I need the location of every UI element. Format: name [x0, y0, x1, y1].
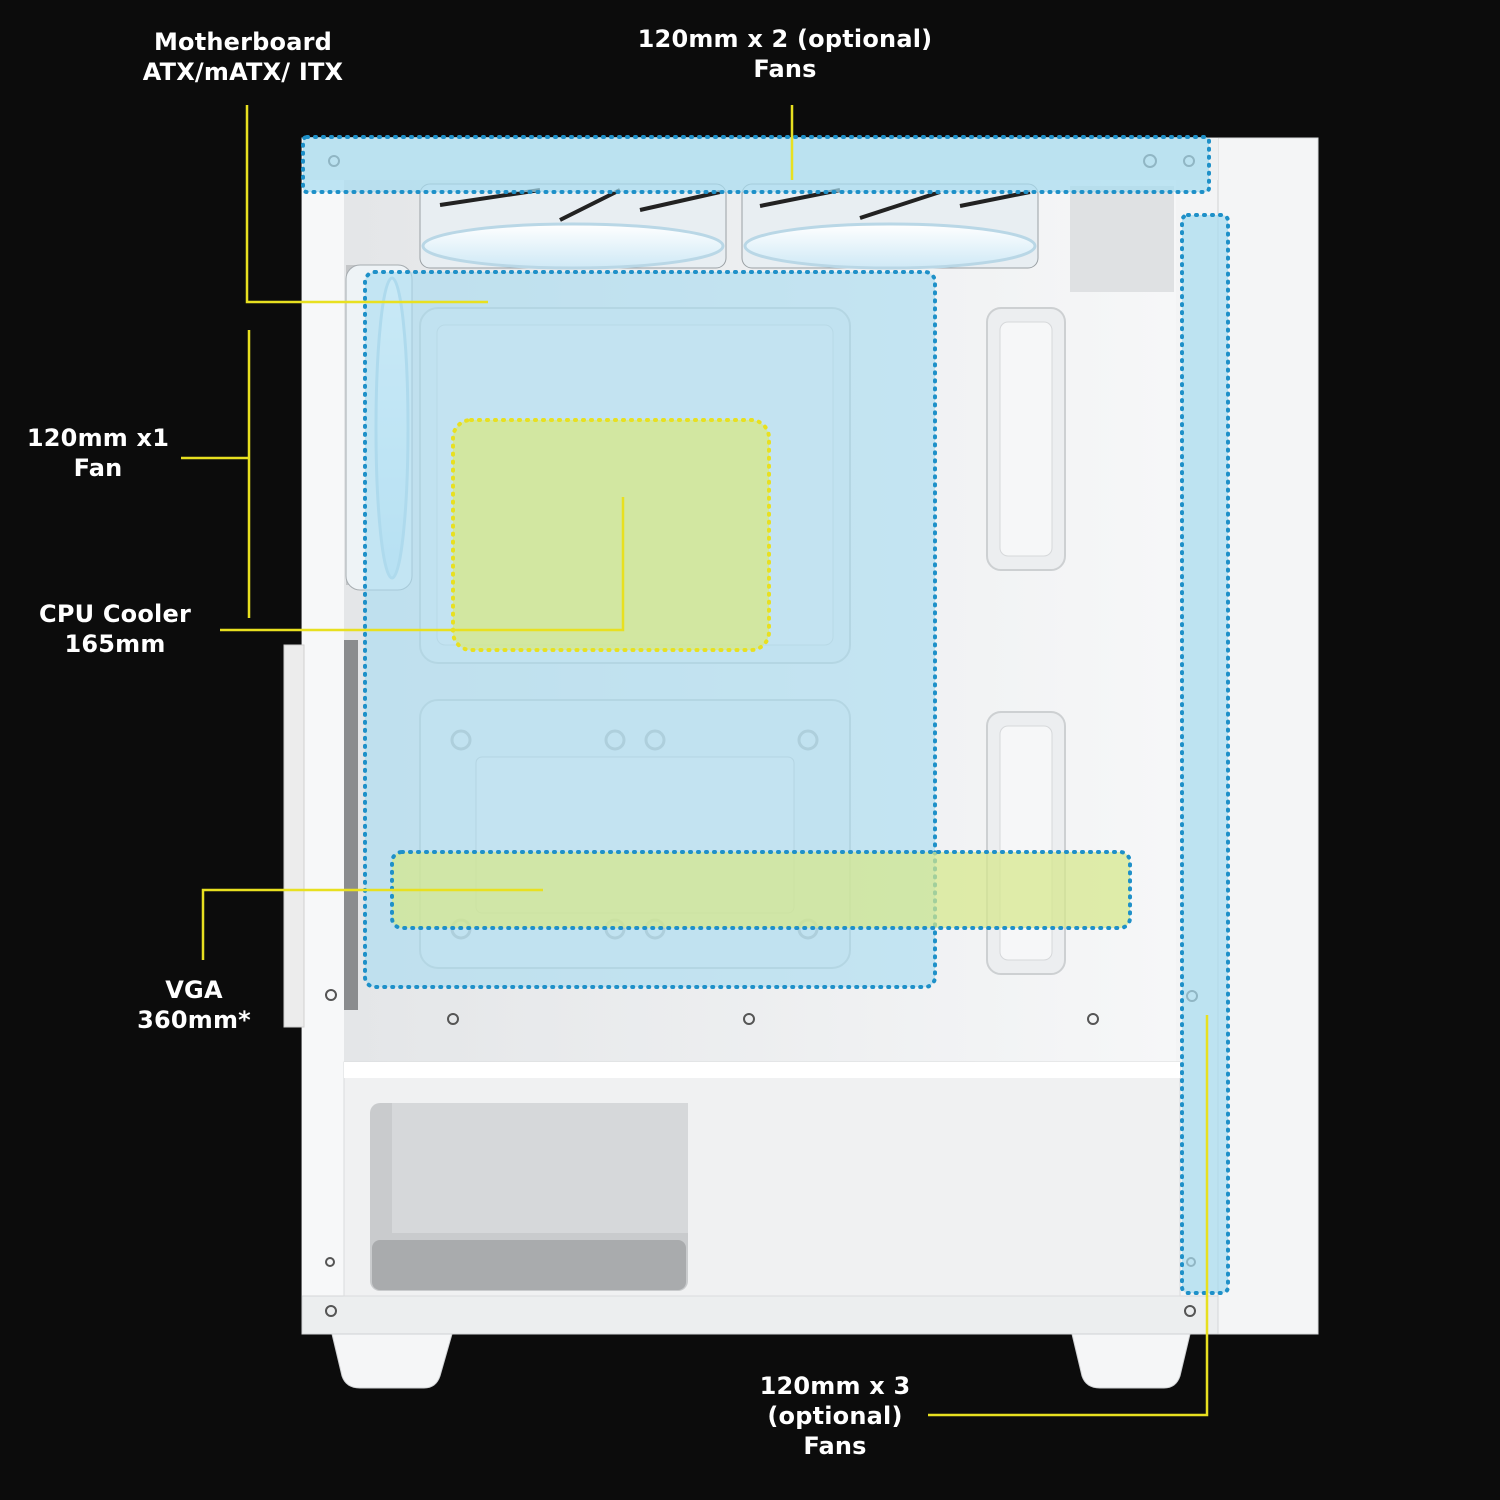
- psu-window-inner: [392, 1103, 688, 1233]
- expansion-bracket: [283, 644, 305, 1028]
- vga-label-line1: VGA: [165, 976, 223, 1004]
- case-foot-right: [1071, 1333, 1191, 1389]
- motherboard-label: Motherboard ATX/mATX/ ITX: [130, 27, 356, 87]
- front-fans-label-line2: (optional): [767, 1402, 903, 1430]
- motherboard-label-line2: ATX/mATX/ ITX: [142, 58, 344, 86]
- motherboard-label-line1: Motherboard: [153, 28, 333, 56]
- leader-cpu-cooler: [220, 497, 625, 632]
- case-bottom-bar: [301, 1295, 1219, 1335]
- case-right-side-panel: [1214, 137, 1319, 1335]
- front-io-cables: [1070, 186, 1174, 292]
- cpu-cooler-label-line1: CPU Cooler: [39, 600, 191, 628]
- vga-label-line2: 360mm*: [137, 1006, 251, 1034]
- rear-fan-label-line1: 120mm x1: [26, 424, 170, 452]
- leader-vga: [201, 888, 543, 960]
- case-foot-left: [331, 1333, 453, 1389]
- psu-vent: [372, 1240, 686, 1290]
- front-fans-label-line3: Fans: [803, 1432, 867, 1460]
- rear-fan-label-line2: Fan: [73, 454, 123, 482]
- top-fans-label-line2: Fans: [753, 55, 817, 83]
- cpu-cooler-label-line2: 165mm: [64, 630, 166, 658]
- top-fans: [419, 183, 1039, 270]
- cable-grommet-upper-inner: [999, 321, 1053, 557]
- leader-lines: [181, 105, 1209, 1417]
- rear-fan-label: 120mm x1 Fan: [20, 423, 176, 483]
- leader-motherboard: [245, 105, 488, 304]
- vga-label: VGA 360mm*: [120, 975, 268, 1035]
- expansion-slots: [344, 640, 358, 1010]
- cpu-cooler-label: CPU Cooler 165mm: [26, 599, 204, 659]
- top-fans-label: 120mm x 2 (optional) Fans: [630, 24, 940, 84]
- top-fans-label-line1: 120mm x 2 (optional): [637, 25, 933, 53]
- highlight-zones: [301, 135, 1230, 1295]
- case-left-rail: [302, 180, 344, 1300]
- cpu-cooler-zone: [451, 418, 771, 652]
- front-fans-label-line1: 120mm x 3: [759, 1372, 911, 1400]
- top-fan-zone: [301, 135, 1211, 194]
- leader-front-fans: [928, 1015, 1209, 1417]
- psu-shroud-lip: [344, 1062, 1180, 1078]
- front-fans-label: 120mm x 3 (optional) Fans: [745, 1371, 925, 1461]
- front-fan-zone: [1180, 213, 1230, 1295]
